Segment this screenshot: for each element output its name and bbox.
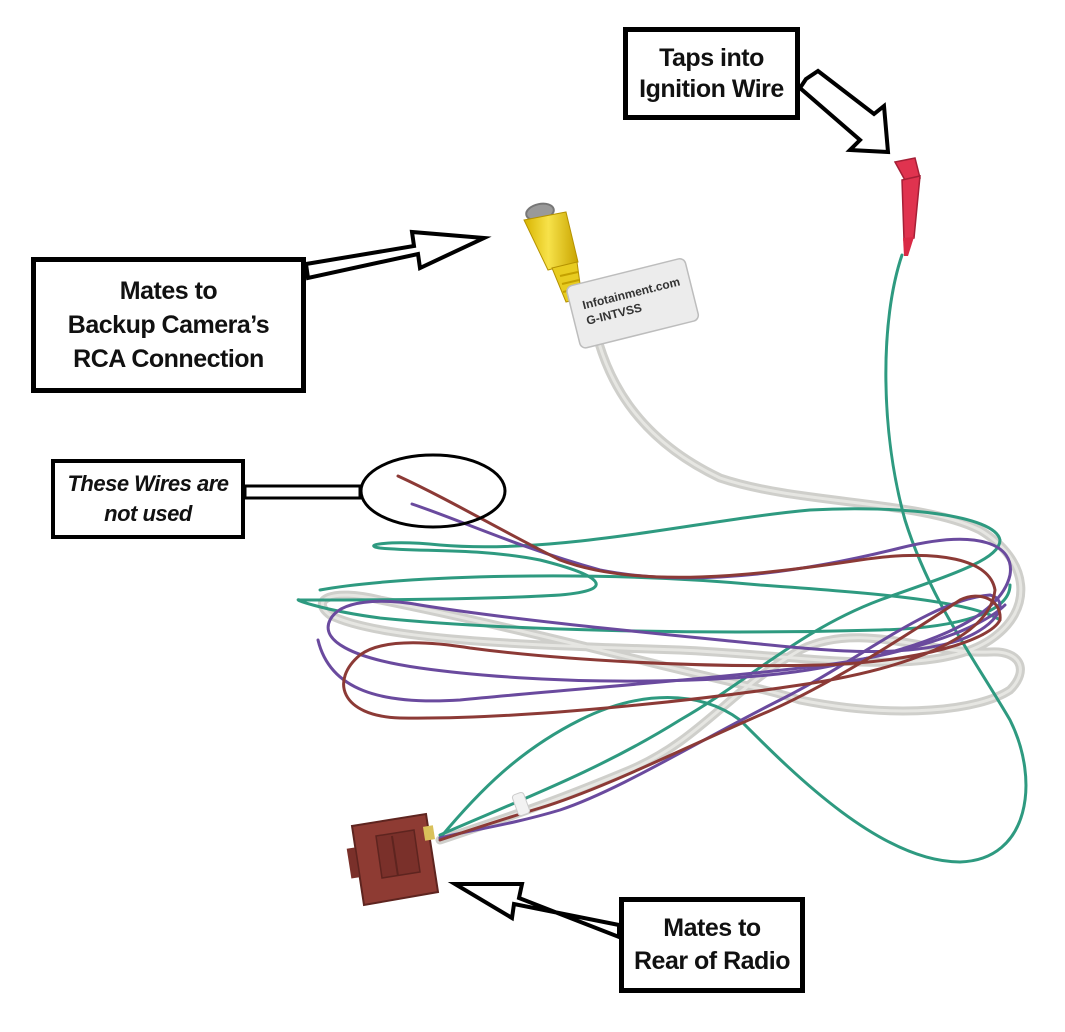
- callout-rca: Mates to Backup Camera’s RCA Connection: [31, 257, 306, 393]
- arrow-to-rca: [303, 229, 492, 281]
- brown-wire: [342, 474, 1002, 842]
- green-wire-loop: [296, 507, 1012, 837]
- callout-rca-line3: RCA Connection: [73, 345, 264, 373]
- callout-ignition: Taps into Ignition Wire: [623, 27, 800, 120]
- callout-unused-line2: not used: [104, 501, 192, 526]
- unused-pointer: [243, 484, 362, 500]
- unused-wires-circle: [359, 453, 507, 529]
- callout-rca-line1: Mates to: [119, 277, 218, 305]
- arrow-to-ignition: [797, 68, 891, 155]
- callout-radio-line2: Rear of Radio: [633, 947, 791, 975]
- callout-ignition-line1: Taps into: [659, 43, 764, 72]
- callout-radio-line1: Mates to: [663, 914, 761, 942]
- label-tag: Infotainment.com G-INTVSS: [566, 258, 700, 349]
- callout-radio: Mates to Rear of Radio: [619, 897, 805, 993]
- callout-rca-line2: Backup Camera’s: [67, 311, 270, 339]
- callout-unused-wires: These Wires are not used: [51, 459, 245, 539]
- arrow-to-radio: [447, 882, 621, 940]
- red-tap-connector: [893, 157, 921, 256]
- purple-wire: [326, 502, 1012, 840]
- callout-unused-line1: These Wires are: [67, 471, 229, 496]
- callout-ignition-line2: Ignition Wire: [639, 74, 784, 103]
- radio-connector: [346, 812, 440, 907]
- green-wire-ignition: [438, 253, 1028, 864]
